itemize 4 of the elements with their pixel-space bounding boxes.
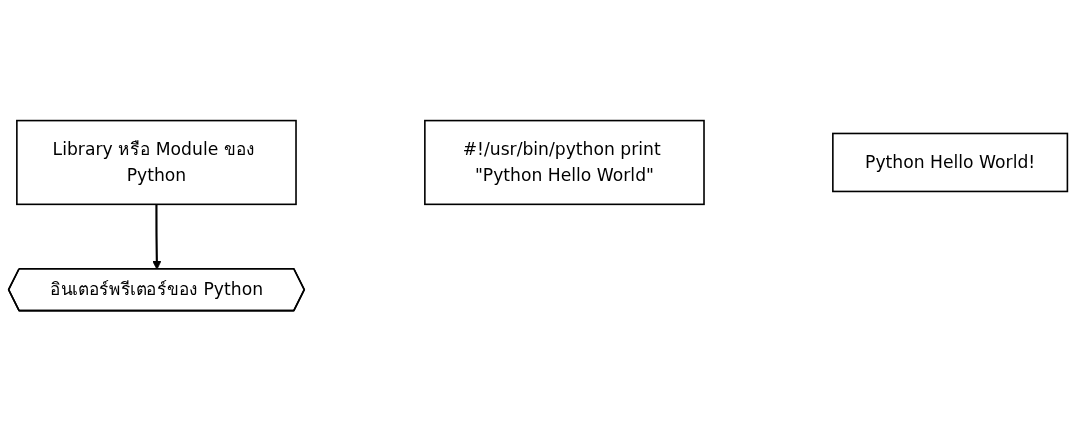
node-box: Library หรือ Module ของ Python: [16, 119, 297, 206]
arrow: [152, 204, 162, 270]
node-box: Python Hello World!: [832, 132, 1069, 193]
node-box: #!/usr/bin/python print "Python Hello World": [424, 119, 705, 206]
